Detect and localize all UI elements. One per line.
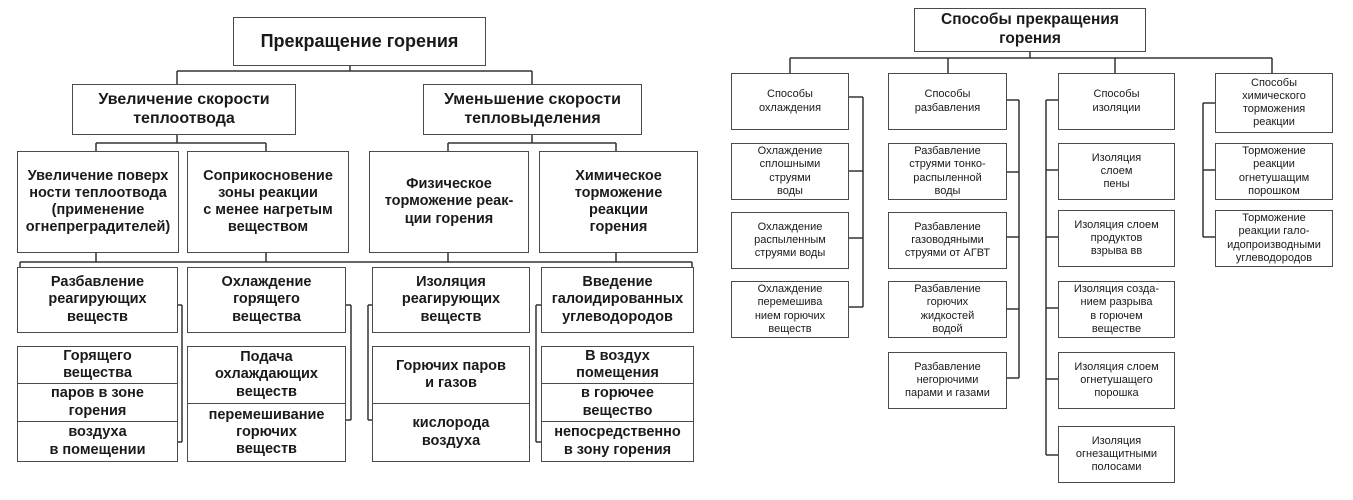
isolation-method: Изоляция слоем пены: [1058, 143, 1175, 200]
cooling-method: Охлаждение сплошными струями воды: [731, 143, 849, 200]
dilution-head: Разбавление реагирующих веществ: [17, 267, 178, 333]
halocarbons-head: Введение галоидированных углеводородов: [541, 267, 694, 333]
dilution-item: паров в зоне горения: [17, 384, 178, 422]
halocarbons-item: в горючее вещество: [541, 384, 694, 422]
column-head-dilution: Способы разбавления: [888, 73, 1007, 130]
halocarbons-item: непосредственно в зону горения: [541, 422, 694, 462]
isolation-method: Изоляция огнезащитными полосами: [1058, 426, 1175, 483]
method-surface: Увеличение поверх ности теплоотвода (при…: [17, 151, 179, 253]
method-contact: Соприкосновение зоны реакции с менее наг…: [187, 151, 349, 253]
dilution-method: Разбавление негорючими парами и газами: [888, 352, 1007, 409]
isolation-method: Изоляция слоем продуктов взрыва вв: [1058, 210, 1175, 267]
chemical-method: Торможение реакции гало- идопроизводными…: [1215, 210, 1333, 267]
isolation-head: Изоляция реагирующих веществ: [372, 267, 530, 333]
cooling-head: Охлаждение горящего вещества: [187, 267, 346, 333]
cooling-method: Охлаждение распыленным струями воды: [731, 212, 849, 269]
isolation-item: кислорода воздуха: [372, 404, 530, 462]
left-title: Прекращение горения: [233, 17, 486, 66]
column-head-isolation: Способы изоляции: [1058, 73, 1175, 130]
dilution-method: Разбавление струями тонко- распыленной в…: [888, 143, 1007, 200]
isolation-method: Изоляция созда- нием разрыва в горючем в…: [1058, 281, 1175, 338]
cooling-item: Подача охлаждающих веществ: [187, 346, 346, 404]
branch-heat-removal: Увеличение скорости теплоотвода: [72, 84, 296, 135]
branch-heat-release: Уменьшение скорости тепловыделения: [423, 84, 642, 135]
isolation-item: Горючих паров и газов: [372, 346, 530, 404]
method-chemical: Химическое торможение реакции горения: [539, 151, 698, 253]
dilution-item: воздуха в помещении: [17, 422, 178, 462]
isolation-method: Изоляция слоем огнетушащего порошка: [1058, 352, 1175, 409]
right-title: Способы прекращения горения: [914, 8, 1146, 52]
dilution-method: Разбавление газоводяными струями от АГВТ: [888, 212, 1007, 269]
chemical-method: Торможение реакции огнетушащим порошком: [1215, 143, 1333, 200]
cooling-method: Охлаждение перемешива нием горючих вещес…: [731, 281, 849, 338]
cooling-item: перемешивание горючих веществ: [187, 404, 346, 462]
method-physical: Физическое торможение реак- ции горения: [369, 151, 529, 253]
dilution-item: Горящего вещества: [17, 346, 178, 384]
column-head-chemical: Способы химического торможения реакции: [1215, 73, 1333, 133]
halocarbons-item: В воздух помещения: [541, 346, 694, 384]
column-head-cooling: Способы охлаждения: [731, 73, 849, 130]
dilution-method: Разбавление горючих жидкостей водой: [888, 281, 1007, 338]
